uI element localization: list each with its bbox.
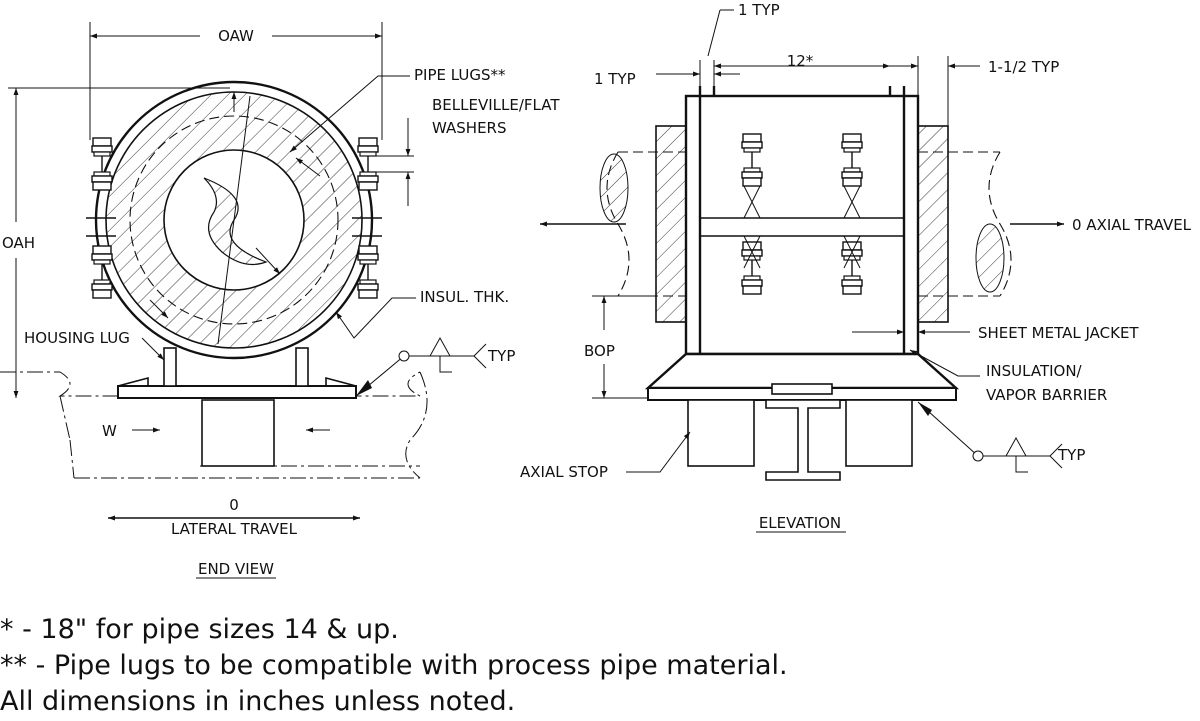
twelve-label: 12*: [787, 52, 814, 70]
process-pipe: [163, 149, 305, 291]
axial-stop-leader: [626, 431, 691, 473]
axial-travel-label: 0 AXIAL TRAVEL: [1072, 216, 1192, 234]
oaw-label: OAW: [218, 27, 254, 45]
note-pipe-lugs: ** - Pipe lugs to be compatible with pro…: [0, 650, 788, 681]
weld-leader: [355, 355, 474, 397]
pipe-shoe-drawing: OAW OAH PIPE LUGS** BELLEVILLE/FLAT WASH…: [0, 1, 1192, 579]
insul-thk-label: INSUL. THK.: [420, 288, 509, 306]
lug-arrow: [295, 157, 321, 177]
housing-lug-left: [163, 347, 177, 387]
bop-label: BOP: [584, 342, 615, 360]
elevation-fillet-weld-icon: [1005, 436, 1063, 473]
housing-lug-right: [295, 347, 309, 387]
insulation-label-line1: INSULATION/: [986, 362, 1083, 380]
pipe-lugs-label: PIPE LUGS**: [414, 66, 506, 84]
insulation-leader: [909, 349, 980, 377]
base-plate-bevels: [117, 376, 357, 387]
insul-thk-label-leader: [335, 297, 416, 339]
jacket-arrow: [149, 299, 169, 319]
end-view: OAW OAH PIPE LUGS** BELLEVILLE/FLAT WASH…: [0, 22, 560, 579]
elevation-view: 1 TYP 12* 1 TYP 1-1/2 TYP 0 AXIAL TRAVEL…: [520, 1, 1192, 533]
i-beam: [765, 399, 841, 481]
beam-right-break: [405, 371, 428, 479]
base-plate: [117, 385, 357, 399]
elevation-typ-label: TYP: [1057, 446, 1085, 464]
beam-left-break-lower: [69, 439, 75, 479]
shoe-stem: [201, 399, 275, 467]
w-label: W: [102, 422, 117, 440]
pipe-end-right: [975, 223, 1005, 293]
end-view-title: END VIEW: [198, 560, 274, 578]
axial-stop-left: [687, 399, 755, 467]
insulation-hatch: [106, 92, 362, 348]
center-pad: [771, 383, 833, 395]
pipe-lugs-leader: [289, 75, 410, 153]
elevation-base-plate: [644, 352, 960, 390]
lateral-travel-label: LATERAL TRAVEL: [171, 520, 298, 538]
elevation-title: ELEVATION: [759, 514, 841, 532]
weld-all-around-icon: [398, 350, 410, 362]
note-pipe-sizes: * - 18" for pipe sizes 14 & up.: [0, 614, 399, 645]
bolt-icon: [91, 245, 113, 299]
housing-lug-leader: [141, 337, 165, 361]
pipe-end-left: [599, 153, 629, 223]
one-typ-left-label: 1 TYP: [594, 70, 636, 88]
elevation-weld-all-around-icon: [972, 450, 984, 462]
elevation-weld-arrow-icon: [918, 402, 932, 416]
insul-thk-leader: [217, 95, 251, 345]
insulation-left: [655, 125, 687, 323]
note-dimensions: All dimensions in inches unless noted.: [0, 686, 516, 717]
pipe-lug-circle: [129, 115, 339, 325]
onehalf-label: 1-1/2 TYP: [988, 58, 1059, 76]
pipe-section-lens: [203, 177, 268, 265]
belleville-washer-stacks: [743, 185, 861, 269]
housing-body: [684, 94, 920, 356]
outer-housing: [94, 80, 374, 360]
fillet-weld-icon: [429, 336, 487, 373]
insulation-right: [917, 125, 949, 323]
typ-label: TYP: [487, 347, 515, 365]
insulation-label-line2: VAPOR BARRIER: [986, 386, 1107, 404]
one-typ-top-leader: [707, 9, 721, 57]
washers-label-line1: BELLEVILLE/FLAT: [432, 96, 560, 114]
housing-lug-label: HOUSING LUG: [24, 329, 130, 347]
elevation-weld-leader: [917, 401, 1050, 457]
axial-stop-label: AXIAL STOP: [520, 463, 608, 481]
general-notes: * - 18" for pipe sizes 14 & up. ** - Pip…: [0, 612, 1200, 720]
pipe-arrow: [255, 247, 281, 275]
pipe-break-right: [988, 151, 1012, 297]
oah-label: OAH: [2, 234, 35, 252]
sheet-metal-jacket-label: SHEET METAL JACKET: [978, 324, 1139, 342]
lateral-value: 0: [229, 496, 239, 514]
one-typ-top-label: 1 TYP: [738, 1, 780, 19]
washers-label-line2: WASHERS: [432, 119, 507, 137]
beam-left-break: [59, 395, 71, 441]
weld-arrow-icon: [356, 380, 372, 396]
axial-stop-right: [845, 399, 913, 467]
